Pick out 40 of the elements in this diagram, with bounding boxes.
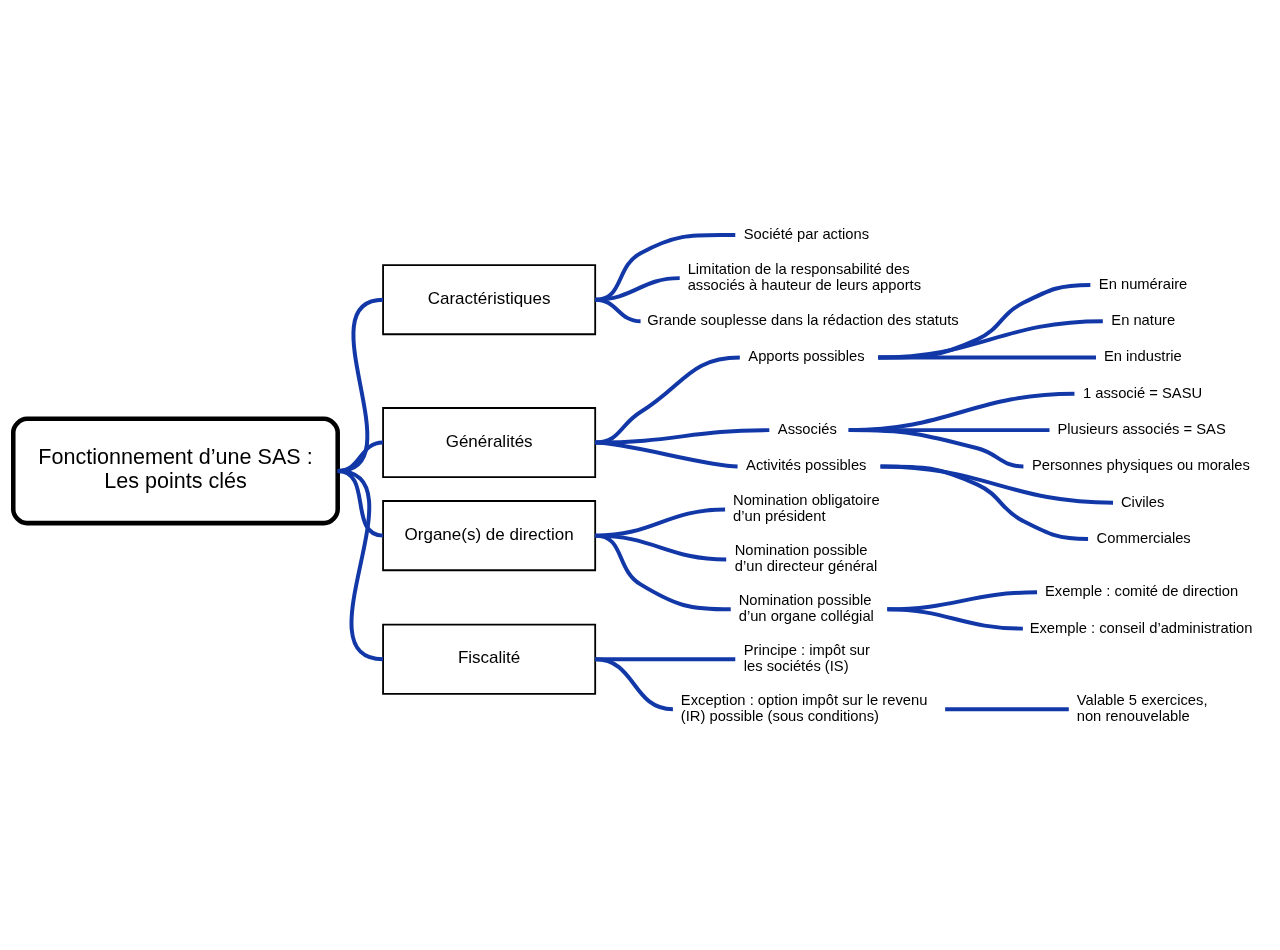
node-box: Fiscalité	[382, 623, 597, 695]
node-text: Principe : impôt sur les sociétés (IS)	[743, 641, 870, 674]
connector	[878, 318, 1103, 359]
node-text: Limitation de la responsabilité des associés à hauteur de leurs apports	[687, 260, 922, 293]
node-text: Exemple : conseil d’administration	[1029, 619, 1253, 635]
connector	[848, 427, 1024, 468]
node-text: Personnes physiques ou morales	[1031, 456, 1250, 473]
node-text: Nomination possible d’un organe collégial	[738, 591, 874, 624]
connector	[595, 232, 736, 302]
connector	[945, 706, 1069, 711]
connector	[595, 297, 641, 323]
connector	[887, 606, 1023, 631]
node-text: Société par actions	[743, 225, 870, 242]
connector	[595, 440, 738, 468]
node-text: Nomination obligatoire d’un président	[733, 491, 880, 524]
node-text: Valable 5 exercices, non renouvelable	[1076, 691, 1208, 724]
node-box: Organe(s) de direction	[382, 499, 597, 571]
connector	[595, 533, 731, 611]
connector	[880, 463, 1089, 541]
connector	[878, 355, 1096, 359]
node-text: En nature	[1111, 311, 1176, 328]
node-text: Apports possibles	[748, 347, 865, 364]
node-text: Grande souplesse dans la rédaction des statuts	[647, 311, 959, 328]
node-text: En industrie	[1103, 347, 1182, 364]
node-text: 1 associé = SASU	[1082, 384, 1203, 401]
node-text: Civiles	[1120, 493, 1165, 510]
connector	[595, 656, 736, 661]
node-text: Nomination possible d’un directeur général	[734, 541, 878, 574]
node-text: Exception : option impôt sur le revenu (IR) possible (sous conditions)	[680, 691, 928, 724]
node-box: Caractéristiques	[382, 263, 597, 335]
node-text: Associés	[777, 420, 837, 437]
connector	[595, 656, 674, 711]
node-text: Commerciales	[1096, 529, 1191, 546]
node-box: Généralités	[382, 406, 597, 478]
node-text: Plusieurs associés = SAS	[1057, 420, 1226, 437]
node-text: Activités possibles	[746, 456, 867, 473]
node-text: Exemple : comité de direction	[1044, 582, 1239, 599]
connector	[337, 468, 384, 661]
node-text: En numéraire	[1098, 275, 1188, 292]
node-box: Fonctionnement d’une SAS : Les points clés	[11, 416, 340, 525]
